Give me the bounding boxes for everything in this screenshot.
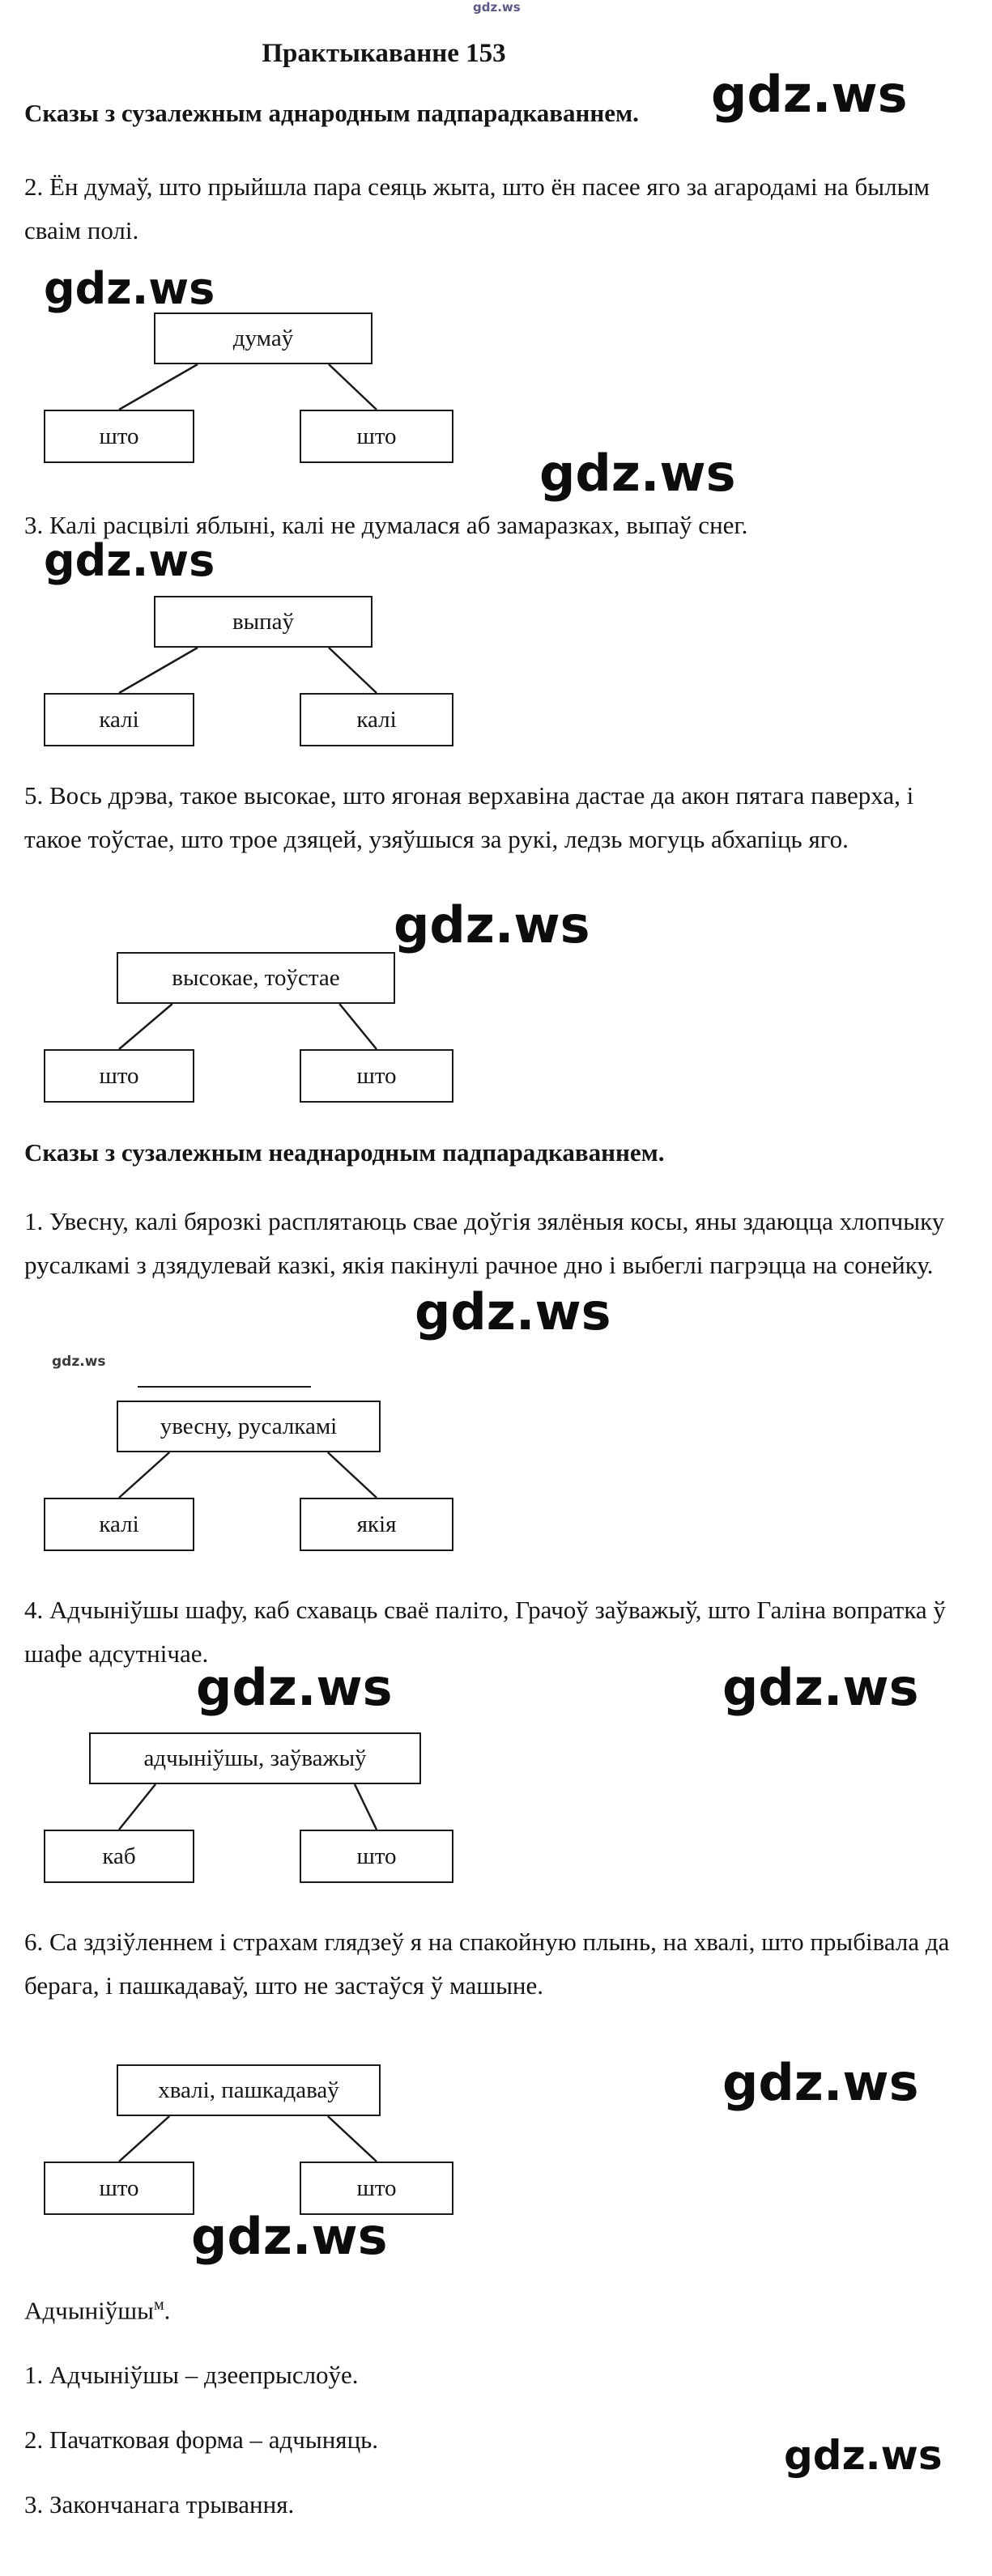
section-heading-heterogeneous: Сказы з сузалежным неаднародным падпарад… [24,1138,665,1167]
diagram-left-box: што [44,410,194,463]
watermark-text: gdz.ws [415,1282,611,1341]
diagram-main-box: адчыніўшы, заўважыў [89,1732,421,1784]
watermark-text: gdz.ws [196,1658,393,1717]
watermark-text: gdz.ws [722,2053,919,2112]
diagram-sentence-1: увесну, русалкамі калі якія [0,1401,992,1551]
watermark-text: gdz.ws [539,444,736,503]
diagram-sentence-4: адчыніўшы, заўважыў каб што [0,1732,992,1883]
diagram-right-box: што [300,1830,453,1883]
watermark-text: gdz.ws [394,895,590,954]
morphology-period: . [164,2296,171,2325]
diagram-right-box: што [300,410,453,463]
watermark-text: gdz.ws [191,2207,388,2266]
diagram-right-box: якія [300,1498,453,1551]
diagram-sentence-6: хвалі, пашкадаваў што што [0,2064,992,2215]
diagram-sentence-2: думаў што што [0,312,992,463]
diagram-left-box: калі [44,693,194,746]
morphology-word-text: Адчыніўшы [24,2296,154,2325]
stray-line [138,1386,311,1388]
diagram-left-box: што [44,2162,194,2215]
sentence-5: 5. Вось дрэва, такое высокае, што ягоная… [24,781,914,853]
watermark-text: gdz.ws [44,263,215,314]
sentence-4: 4. Адчыніўшы шафу, каб схаваць сваё палі… [24,1596,946,1668]
sentence-6: 6. Са здзіўленнем і страхам глядзеў я на… [24,1928,950,2000]
diagram-sentence-5: высокае, тоўстае што што [0,952,992,1103]
diagram-main-box: увесну, русалкамі [117,1401,381,1452]
section-heading-homogeneous: Сказы з сузалежным аднародным падпарадка… [24,99,639,127]
morphology-superscript: м [153,2296,164,2314]
diagram-main-box: выпаў [154,596,373,648]
diagram-right-box: калі [300,693,453,746]
watermark-text: gdz.ws [44,535,215,586]
watermark-text: gdz.ws [711,65,908,124]
diagram-main-box: высокае, тоўстае [117,952,395,1004]
diagram-main-box: хвалі, пашкадаваў [117,2064,381,2116]
morphology-item-3: 3. Закончанага трывання. [24,2490,295,2519]
watermark-text: gdz.ws [722,1658,919,1717]
diagram-left-box: каб [44,1830,194,1883]
exercise-title: Практыкаванне 153 [262,39,506,68]
watermark-text: gdz.ws [784,2432,943,2479]
diagram-left-box: што [44,1049,194,1103]
sentence-3: 3. Калі расцвілі яблыні, калі не думалас… [24,511,748,539]
sentence-2: 2. Ён думаў, што прыйшла пара сеяць жыта… [24,172,930,244]
diagram-main-box: думаў [154,312,373,364]
watermark-text: gdz.ws [52,1354,106,1370]
morphology-item-1: 1. Адчыніўшы – дзеепрыслоўе. [24,2361,359,2389]
sentence-1: 1. Увесну, калі бярозкі расплятаюць свае… [24,1207,945,1279]
morphology-word: Адчыніўшым. [24,2296,170,2325]
watermark-text: gdz.ws [473,0,521,15]
morphology-item-2: 2. Пачатковая форма – адчыняць. [24,2425,379,2454]
diagram-left-box: калі [44,1498,194,1551]
diagram-right-box: што [300,1049,453,1103]
diagram-right-box: што [300,2162,453,2215]
diagram-sentence-3: выпаў калі калі [0,596,992,746]
